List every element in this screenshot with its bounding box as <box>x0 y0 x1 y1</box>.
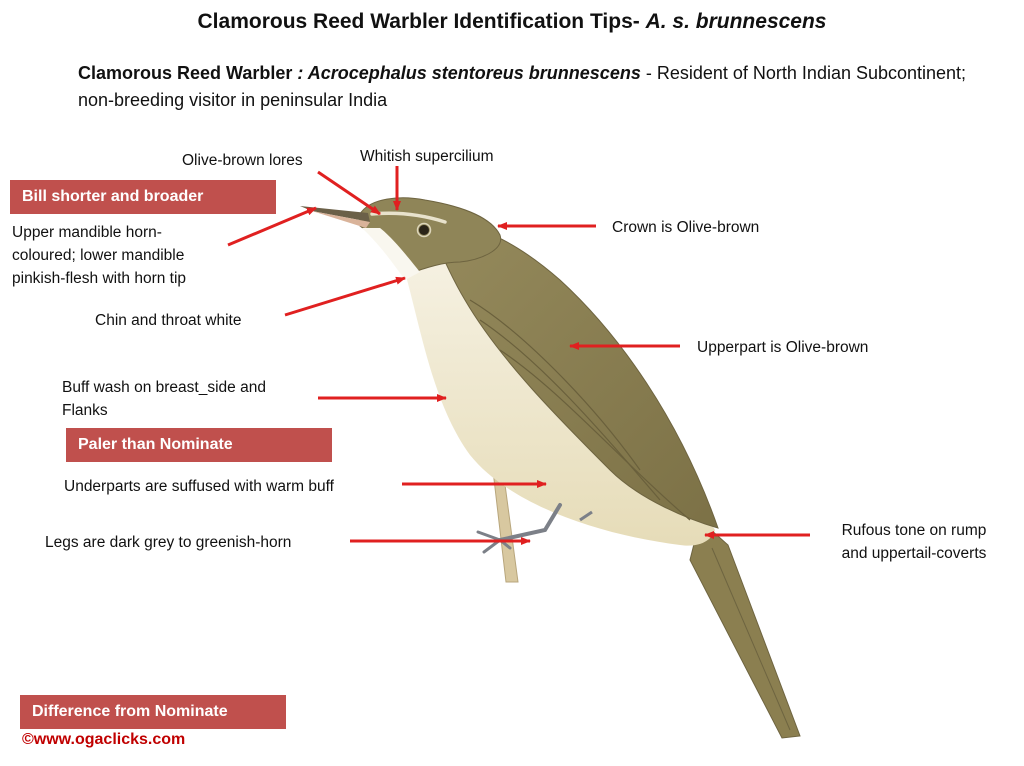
subtitle-scientific-name: : Acrocephalus stentoreus brunnescens <box>297 63 641 83</box>
label-mandible-line2: coloured; lower mandible <box>12 247 185 264</box>
label-rufous-line2: and uppertail-coverts <box>841 545 987 562</box>
label-buff-wash-line2: Flanks <box>62 402 108 419</box>
bird-illustration <box>300 197 801 739</box>
label-buff-wash-line1: Buff wash on breast_side and <box>62 379 266 396</box>
label-upperpart: Upperpart is Olive-brown <box>697 339 869 356</box>
arrow-bill <box>227 206 317 247</box>
label-lores: Olive-brown lores <box>182 152 303 169</box>
title-species: A. s. brunnescens <box>645 10 827 33</box>
label-mandible-line3: pinkish-flesh with horn tip <box>12 270 187 287</box>
label-chin-throat: Chin and throat white <box>95 312 242 329</box>
label-crown: Crown is Olive-brown <box>612 219 760 236</box>
badge-paler-than-nominate: Paler than Nominate <box>66 428 332 462</box>
label-rufous-line1: Rufous tone on rump <box>841 522 987 539</box>
label-mandible: Upper mandible horn- coloured; lower man… <box>12 221 186 290</box>
subtitle: Clamorous Reed Warbler : Acrocephalus st… <box>78 60 978 114</box>
arrow-chin <box>284 276 406 317</box>
label-rufous: Rufous tone on rump and uppertail-covert… <box>824 519 1004 565</box>
label-underparts: Underparts are suffused with warm buff <box>64 478 334 495</box>
label-mandible-line1: Upper mandible horn- <box>12 224 162 241</box>
page-title: Clamorous Reed Warbler Identification Ti… <box>0 10 1024 34</box>
arrow-lores <box>317 170 381 216</box>
label-buff-wash: Buff wash on breast_side and Flanks <box>62 376 266 422</box>
subtitle-description: - Resident of North Indian Subcontinent;… <box>78 63 967 110</box>
label-legs: Legs are dark grey to greenish-horn <box>45 534 292 551</box>
badge-bill-shorter: Bill shorter and broader <box>10 180 276 214</box>
label-supercilium: Whitish supercilium <box>360 148 494 165</box>
subtitle-common-name: Clamorous Reed Warbler <box>78 63 293 83</box>
title-main: Clamorous Reed Warbler Identification Ti… <box>197 10 640 33</box>
badge-difference-from-nominate: Difference from Nominate <box>20 695 286 729</box>
copyright-text: ©www.ogaclicks.com <box>22 731 186 748</box>
